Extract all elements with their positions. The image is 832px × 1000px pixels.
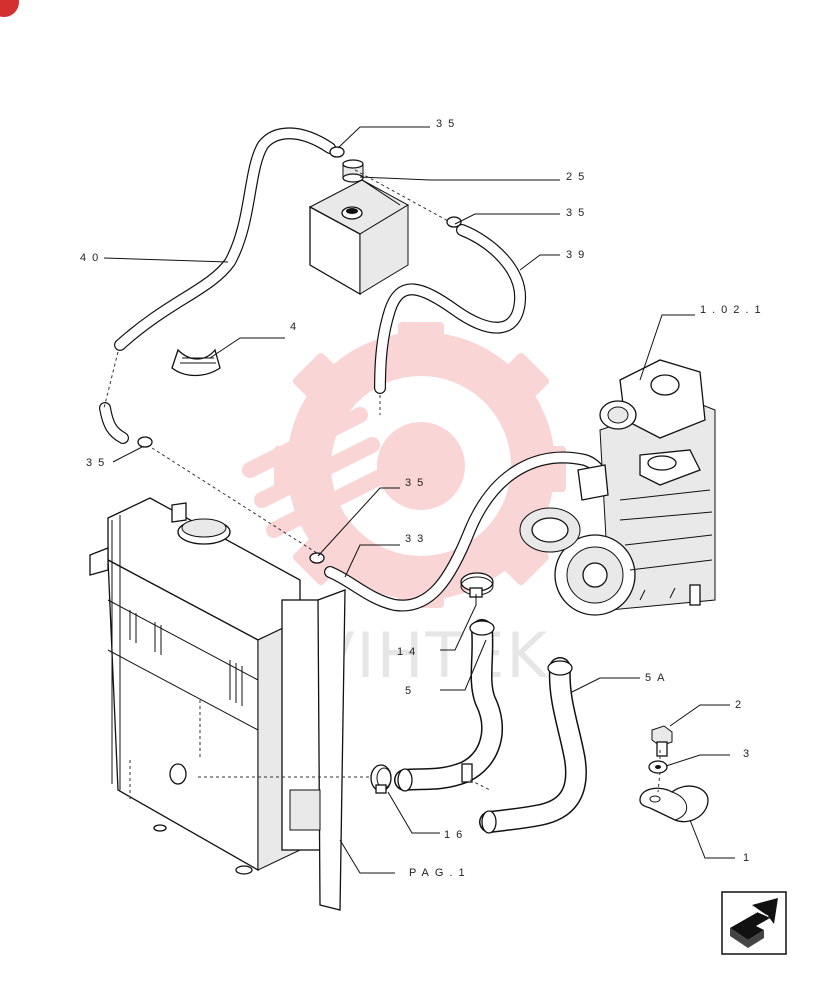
hose-33 bbox=[324, 451, 614, 612]
next-page-arrow-icon bbox=[730, 898, 778, 948]
watermark-text: VIHTEK bbox=[312, 619, 549, 692]
next-page-button[interactable] bbox=[721, 891, 787, 955]
label-16: 16 bbox=[444, 829, 468, 841]
label-3: 3 bbox=[743, 748, 755, 760]
part-labels: 35 25 35 39 40 4 1.02.1 35 35 33 14 5 5A… bbox=[80, 118, 767, 879]
bracket-clamp-4 bbox=[171, 348, 221, 377]
label-40: 40 bbox=[80, 252, 104, 264]
tank-cap bbox=[342, 159, 364, 183]
label-39: 39 bbox=[566, 249, 590, 261]
label-4: 4 bbox=[290, 321, 302, 333]
label-35-left: 35 bbox=[86, 457, 110, 469]
label-1-02-1: 1.02.1 bbox=[700, 304, 767, 316]
hose-5 bbox=[394, 619, 504, 792]
hose-clamp-14 bbox=[460, 572, 494, 598]
corner-badge bbox=[0, 0, 19, 17]
radiator-assembly bbox=[89, 497, 346, 911]
washer-3 bbox=[648, 760, 668, 774]
label-1: 1 bbox=[743, 852, 755, 864]
bracket-1 bbox=[639, 785, 709, 823]
engine-block bbox=[519, 359, 716, 616]
expansion-tank bbox=[308, 179, 410, 296]
label-2: 2 bbox=[735, 699, 747, 711]
label-pag-1: PAG.1 bbox=[409, 867, 471, 879]
bolt-2 bbox=[651, 725, 673, 757]
hose-clamp-35 bbox=[137, 146, 462, 564]
hose-40-lower bbox=[99, 402, 129, 444]
label-14: 14 bbox=[397, 646, 421, 658]
leader-lines bbox=[103, 126, 735, 874]
label-5: 5 bbox=[405, 685, 417, 697]
label-35-right: 35 bbox=[566, 207, 590, 219]
label-35-center: 35 bbox=[405, 477, 429, 489]
hose-clamp-16 bbox=[370, 764, 392, 794]
hose-40 bbox=[114, 127, 336, 351]
label-33: 33 bbox=[405, 533, 429, 545]
dashed-connections bbox=[103, 169, 661, 793]
hose-39 bbox=[374, 224, 527, 394]
hose-5a bbox=[479, 657, 587, 834]
label-25: 25 bbox=[566, 171, 590, 183]
label-35-top: 35 bbox=[436, 118, 460, 130]
label-5a: 5A bbox=[645, 672, 670, 684]
